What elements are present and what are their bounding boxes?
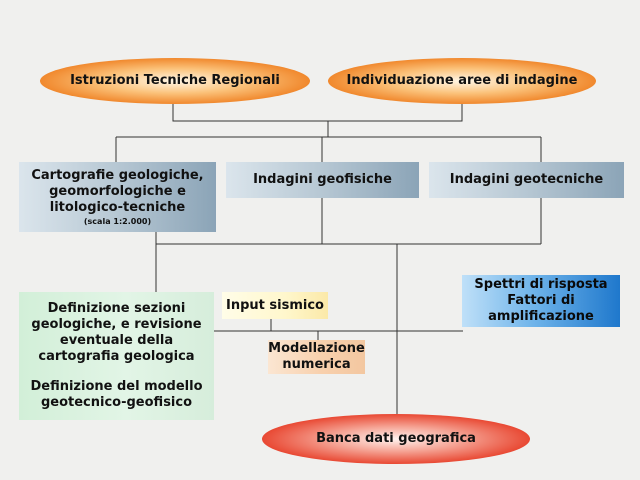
connector-top-ovals (172, 102, 463, 122)
node-definizione: Definizione sezioni geologiche, e revisi… (19, 292, 214, 420)
node-geofisiche-label: Indagini geofisiche (253, 172, 392, 187)
node-spettri-label: Spettri di risposta Fattori di amplifica… (474, 277, 608, 324)
node-individuazione: Individuazione aree di indagine (328, 58, 596, 104)
node-definizione-label: Definizione sezioni geologiche, e revisi… (31, 301, 202, 364)
node-geofisiche: Indagini geofisiche (226, 162, 419, 198)
node-individuazione-label: Individuazione aree di indagine (346, 73, 578, 88)
node-banca-dati: Banca dati geografica (262, 414, 530, 464)
node-geotecniche: Indagini geotecniche (429, 162, 624, 198)
node-cartografie-scale: (scala 1:2.000) (83, 216, 152, 226)
node-spettri: Spettri di risposta Fattori di amplifica… (462, 275, 620, 327)
node-banca-dati-label: Banca dati geografica (316, 431, 476, 446)
node-input-sismico-label: Input sismico (226, 297, 324, 313)
node-geotecniche-label: Indagini geotecniche (449, 172, 604, 187)
node-modellazione: Modellazione numerica (268, 340, 365, 374)
node-cartografie-label: Cartografie geologiche, geomorfologiche … (31, 167, 204, 215)
node-istruzioni-label: Istruzioni Tecniche Regionali (70, 73, 280, 88)
node-modellazione-label: Modellazione numerica (268, 341, 365, 372)
node-istruzioni: Istruzioni Tecniche Regionali (40, 58, 310, 104)
node-input-sismico: Input sismico (222, 292, 328, 319)
node-definizione-label2: Definizione del modello geotecnico-geofi… (30, 379, 203, 410)
node-cartografie: Cartografie geologiche, geomorfologiche … (19, 162, 216, 232)
